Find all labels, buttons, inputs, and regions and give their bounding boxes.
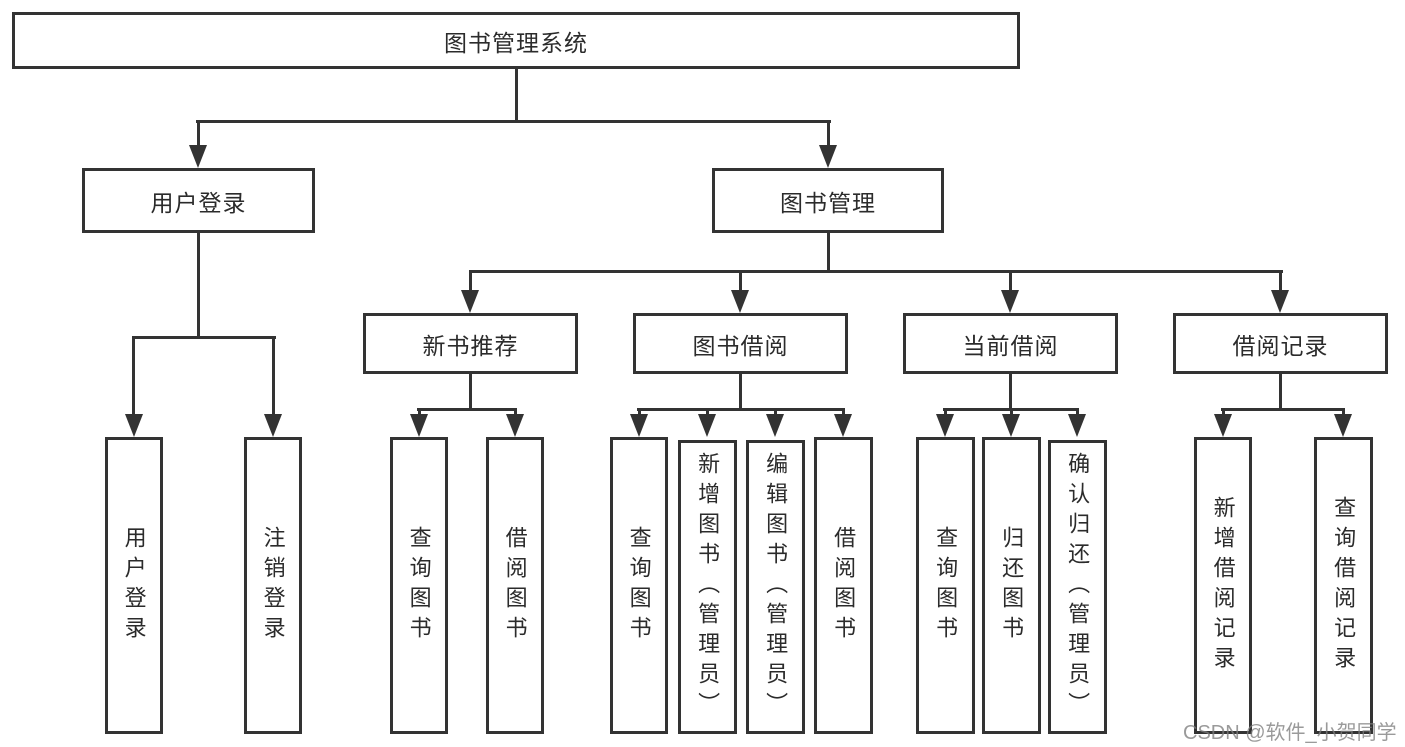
connector-line	[842, 408, 845, 416]
node-label: 图书管理系统	[444, 29, 588, 56]
connector-line	[638, 408, 641, 416]
node-current-borrowing: 当前借阅	[903, 313, 1118, 374]
connector-line	[272, 336, 275, 416]
arrowhead-down-icon	[264, 414, 282, 437]
connector-line	[515, 69, 518, 121]
connector-line	[1009, 374, 1012, 408]
connector-line	[774, 408, 777, 416]
connector-line	[417, 408, 517, 411]
arrowhead-down-icon	[731, 290, 749, 313]
connector-line	[469, 270, 1283, 273]
arrowhead-down-icon	[189, 145, 207, 168]
arrowhead-down-icon	[630, 414, 648, 437]
arrowhead-down-icon	[1214, 414, 1232, 437]
connector-line	[739, 270, 742, 290]
arrowhead-down-icon	[125, 414, 143, 437]
arrowhead-down-icon	[834, 414, 852, 437]
connector-line	[469, 270, 472, 290]
node-query-books-borrow: 查询图书	[610, 437, 668, 734]
node-add-borrow-record: 新增借阅记录	[1194, 437, 1252, 734]
arrowhead-down-icon	[1001, 290, 1019, 313]
node-label: 查询图书	[626, 525, 652, 646]
arrowhead-down-icon	[506, 414, 524, 437]
node-query-borrow-record: 查询借阅记录	[1314, 437, 1373, 734]
arrowhead-down-icon	[1002, 414, 1020, 437]
node-query-books-current: 查询图书	[916, 437, 975, 734]
arrowhead-down-icon	[698, 414, 716, 437]
node-user-login-leaf: 用户登录	[105, 437, 163, 734]
node-label: 新增借阅记录	[1210, 495, 1236, 676]
node-user-login: 用户登录	[82, 168, 315, 233]
node-label: 新书推荐	[422, 332, 519, 359]
connector-line	[1076, 408, 1079, 416]
arrowhead-down-icon	[1334, 414, 1352, 437]
node-book-management: 图书管理	[712, 168, 944, 233]
arrowhead-down-icon	[1271, 290, 1289, 313]
connector-line	[197, 120, 200, 146]
arrowhead-down-icon	[461, 290, 479, 313]
node-label: 注销登录	[260, 525, 286, 646]
node-label: 图书借阅	[692, 332, 789, 359]
node-label: 确认归还（管理员）	[1065, 452, 1091, 722]
connector-line	[1222, 408, 1225, 416]
arrowhead-down-icon	[766, 414, 784, 437]
node-add-books-admin: 新增图书（管理员）	[678, 440, 737, 734]
node-label: 查询借阅记录	[1331, 495, 1357, 676]
connector-line	[1279, 374, 1282, 408]
node-borrow-books-recommend: 借阅图书	[486, 437, 544, 734]
node-label: 编辑图书（管理员）	[763, 452, 789, 722]
node-library-system: 图书管理系统	[12, 12, 1020, 69]
node-label: 查询图书	[406, 525, 432, 646]
arrowhead-down-icon	[1068, 414, 1086, 437]
node-borrowing-records: 借阅记录	[1173, 313, 1388, 374]
node-label: 用户登录	[121, 525, 147, 646]
watermark: CSDN @软件_小贺同学	[1183, 722, 1397, 744]
connector-line	[132, 336, 276, 339]
node-logout: 注销登录	[244, 437, 302, 734]
connector-line	[1010, 408, 1013, 416]
arrowhead-down-icon	[410, 414, 428, 437]
node-new-book-recommend: 新书推荐	[363, 313, 578, 374]
node-borrow-books: 借阅图书	[814, 437, 873, 734]
node-label: 图书管理	[780, 189, 876, 216]
connector-line	[197, 233, 200, 336]
connector-line	[944, 408, 947, 416]
arrowhead-down-icon	[936, 414, 954, 437]
connector-line	[827, 120, 830, 146]
connector-line	[514, 408, 517, 416]
node-return-books: 归还图书	[982, 437, 1041, 734]
connector-line	[706, 408, 709, 416]
connector-line	[827, 233, 830, 270]
node-label: 查询图书	[933, 525, 959, 646]
node-label: 借阅记录	[1232, 332, 1329, 359]
connector-line	[469, 374, 472, 408]
connector-line	[1342, 408, 1345, 416]
node-label: 借阅图书	[502, 525, 528, 646]
connector-line	[1009, 270, 1012, 290]
connector-line	[196, 120, 831, 123]
connector-line	[1221, 408, 1345, 411]
connector-line	[418, 408, 421, 416]
node-query-books-recommend: 查询图书	[390, 437, 448, 734]
connector-line	[739, 374, 742, 408]
node-book-borrowing: 图书借阅	[633, 313, 848, 374]
arrowhead-down-icon	[819, 145, 837, 168]
node-label: 新增图书（管理员）	[695, 452, 721, 722]
node-label: 归还图书	[999, 525, 1025, 646]
node-label: 当前借阅	[962, 332, 1059, 359]
connector-line	[132, 336, 135, 416]
node-label: 用户登录	[150, 189, 247, 216]
node-label: 借阅图书	[831, 525, 857, 646]
node-confirm-return-admin: 确认归还（管理员）	[1048, 440, 1107, 734]
node-edit-books-admin: 编辑图书（管理员）	[746, 440, 805, 734]
connector-line	[637, 408, 845, 411]
connector-line	[1279, 270, 1282, 290]
